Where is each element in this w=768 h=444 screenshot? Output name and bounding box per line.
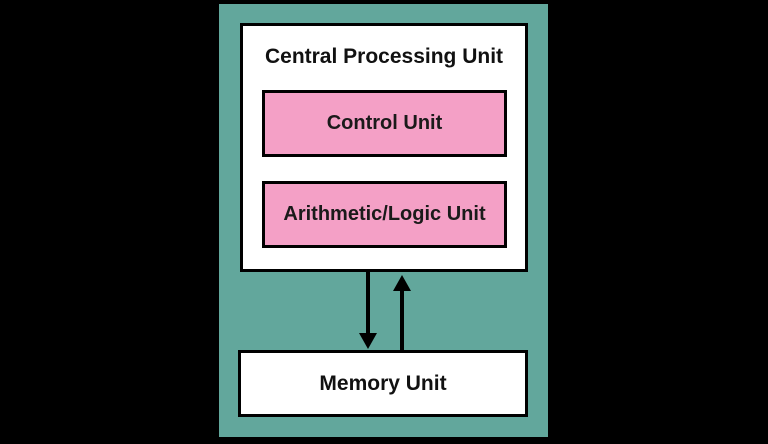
cpu-to-memory-arrow-head (359, 333, 377, 349)
memory-unit-label: Memory Unit (319, 371, 447, 395)
memory-to-cpu-arrow-head (393, 275, 411, 291)
arithmetic-logic-unit-label: Arithmetic/Logic Unit (283, 203, 486, 225)
cpu-to-memory-arrow-line (366, 272, 370, 334)
memory-to-cpu-arrow-line (400, 290, 404, 351)
cpu-box-title: Central Processing Unit (264, 45, 504, 68)
control-unit-label: Control Unit (326, 112, 443, 134)
arithmetic-logic-unit-box: Arithmetic/Logic Unit (262, 181, 507, 248)
memory-unit-box: Memory Unit (238, 350, 528, 417)
control-unit-box: Control Unit (262, 90, 507, 157)
